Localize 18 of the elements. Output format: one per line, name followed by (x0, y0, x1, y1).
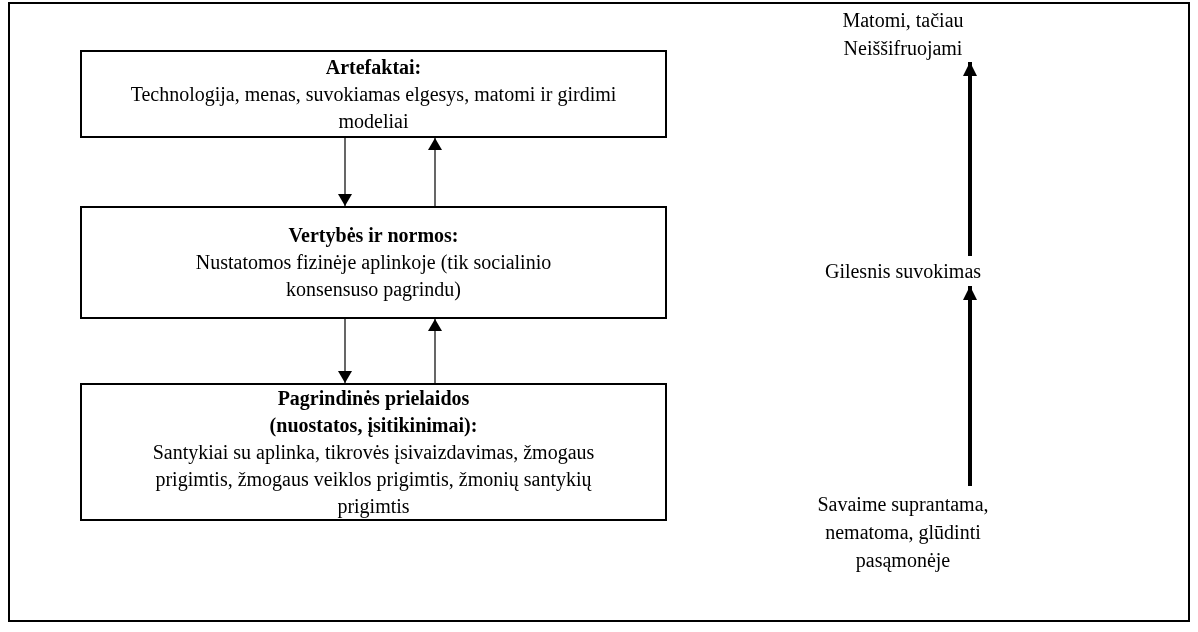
process-box (80, 383, 667, 521)
arrow (338, 318, 352, 384)
box-text: Nustatomos fizinėje aplinkoje (tik socialinio konsensuso pagrindu) (194, 250, 553, 303)
box-text: Technologija, menas, suvokiamas elgesys, matomi ir girdimi modeliai (129, 81, 618, 134)
arrow (338, 137, 352, 207)
box-heading: Vertybės ir normos: (288, 223, 459, 249)
arrow (963, 62, 977, 256)
process-box (80, 50, 667, 138)
arrow (428, 137, 442, 207)
level-label: Matomi, tačiau Neiššifruojami (790, 6, 1016, 62)
process-box (80, 206, 667, 319)
box-heading: Pagrindinės prielaidos (nuostatos, įsitikinimai): (268, 385, 479, 439)
level-label: Gilesnis suvokimas (790, 256, 1016, 286)
box-heading: Artefaktai: (325, 54, 422, 80)
arrow (428, 318, 442, 384)
arrow (963, 286, 977, 486)
level-label: Savaime suprantama, nematoma, glūdinti pasąmonėje (790, 486, 1016, 578)
box-text: Santykiai su aplinka, tikrovės įsivaizdavimas, žmogaus prigimtis, žmogaus veiklos prigimtis, žmonių santykių prigimtis (151, 439, 596, 520)
